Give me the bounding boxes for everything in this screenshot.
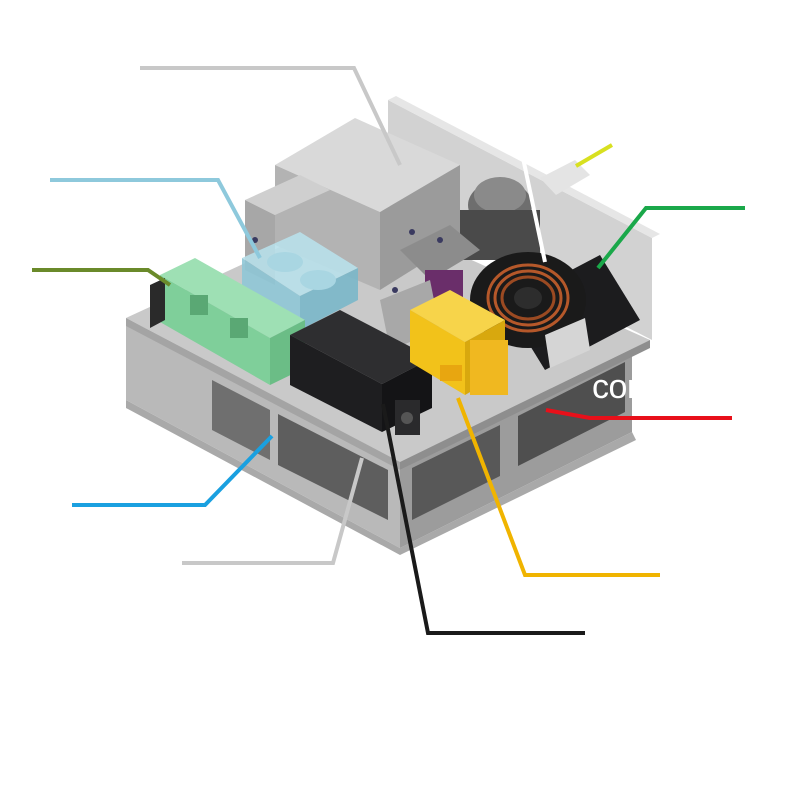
leader-blue [72,434,274,507]
cable [574,143,614,168]
bolt [409,229,415,235]
lower-opening-1 [212,380,270,460]
green-module-clip-2 [230,318,248,338]
core-label: core [592,368,657,406]
coil-winding-2 [493,269,563,327]
light-blue-module-side [300,268,358,330]
cable-plug [540,160,590,195]
coil-winding-3 [500,275,556,321]
leader-black [381,403,585,635]
green-module-endcap [150,278,165,328]
black-module-top [290,310,432,384]
shelf-plate-edge-right [400,340,650,470]
center-mechanics [400,225,480,280]
coil-winding-1 [486,263,570,333]
yellow-module-nozzle [440,365,462,381]
shelf-plate-edge [126,318,400,470]
yellow-module-top [410,290,505,342]
leader-olive-green [32,268,172,287]
yellow-module-lower-box [470,340,508,395]
green-module-front [160,275,270,385]
motor-cylinder-top [474,177,526,213]
green-module-top [160,258,305,338]
green-module-clip-1 [190,295,208,315]
bolt [392,287,398,293]
lower-opening-2 [278,414,388,520]
bolt [252,237,258,243]
side-cylinder [545,318,590,368]
leader-red [545,408,732,420]
top-housing-step [245,175,330,215]
leader-top-gray [140,66,402,166]
leader-bottom-gray [182,457,364,565]
leader-white [458,118,547,263]
light-blue-module-dome-2 [300,270,336,290]
bolt [437,237,443,243]
black-module-port [401,412,413,424]
leader-green [596,206,745,270]
top-housing-side [380,165,460,290]
coil-hub [514,287,542,309]
black-module-front [290,335,382,432]
leader-light-blue [50,178,262,259]
light-blue-module-dome-1 [267,252,303,272]
leader-yellow [456,397,660,577]
top-housing-top [275,118,460,212]
